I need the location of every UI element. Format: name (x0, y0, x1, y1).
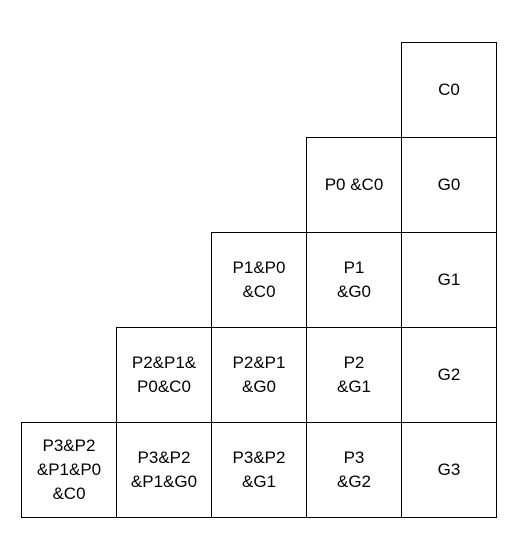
grid-cell-r4-c0: P3&P2 &P1&P0 &C0 (21, 422, 117, 518)
grid-cell-label: P2 &G1 (336, 353, 372, 396)
grid-cell-label: P3&P2 &P1&P0 &C0 (36, 436, 102, 503)
grid-cell-label: G3 (437, 460, 461, 479)
grid-cell-label: C0 (438, 80, 460, 99)
grid-cell-r2-c0: P1&P0 &C0 (211, 232, 307, 328)
grid-cell-r3-c2: P2 &G1 (306, 327, 402, 423)
grid-cell-r3-c1: P2&P1 &G0 (211, 327, 307, 423)
grid-cell-label: P3&P2 &P1&G0 (130, 448, 198, 491)
grid-cell-r2-c1: P1 &G0 (306, 232, 402, 328)
grid-cell-r1-c1: G0 (401, 137, 497, 233)
grid-cell-r4-c2: P3&P2 &G1 (211, 422, 307, 518)
grid-cell-label: P2&P1 &G0 (232, 353, 286, 396)
grid-cell-r3-c0: P2&P1& P0&C0 (116, 327, 212, 423)
grid-cell-label: P2&P1& P0&C0 (131, 353, 197, 396)
grid-cell-label: P3&P2 &G1 (232, 448, 286, 491)
grid-cell-r2-c2: G1 (401, 232, 497, 328)
grid-cell-label: P1&P0 &C0 (232, 258, 286, 301)
grid-cell-r4-c3: P3 &G2 (306, 422, 402, 518)
grid-cell-r4-c1: P3&P2 &P1&G0 (116, 422, 212, 518)
grid-cell-label: P1 &G0 (336, 258, 372, 301)
grid-cell-r1-c0: P0 &C0 (306, 137, 402, 233)
grid-cell-label: G0 (437, 175, 461, 194)
grid-cell-r4-c4: G3 (401, 422, 497, 518)
grid-cell-label: P0 &C0 (324, 175, 384, 194)
grid-cell-label: P3 &G2 (336, 448, 372, 491)
grid-cell-r3-c3: G2 (401, 327, 497, 423)
grid-cell-r0-c0: C0 (401, 42, 497, 138)
grid-cell-label: G1 (437, 270, 461, 289)
grid-cell-label: G2 (437, 365, 461, 384)
